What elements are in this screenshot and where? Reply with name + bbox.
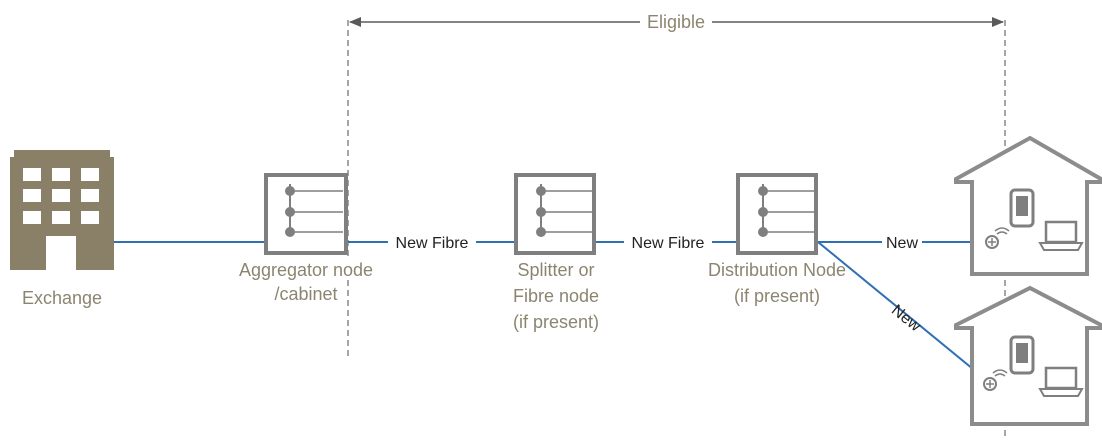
distribution-label-line-2: (if present)	[734, 286, 820, 306]
eligible-label: Eligible	[647, 12, 705, 32]
splitter-label-line-2: Fibre node	[513, 286, 599, 306]
distribution-to-house-2-line	[817, 241, 991, 384]
phone-icon	[1009, 335, 1035, 375]
distribution-node-icon	[736, 173, 818, 255]
node-labels: Aggregator node /cabinet Splitter or Fib…	[236, 258, 846, 332]
exchange-label: Exchange	[22, 288, 102, 308]
new-fibre-label-2: New Fibre	[632, 235, 705, 252]
house-2-icon	[954, 285, 1102, 426]
exchange-building-icon	[10, 150, 114, 270]
distribution-label-line-1: Distribution Node	[708, 260, 846, 280]
splitter-label-line-1: Splitter or	[517, 260, 594, 280]
aggregator-node-icon	[264, 173, 348, 255]
new-house-1-label: New	[886, 235, 918, 252]
eligible-bracket: Eligible	[347, 12, 1006, 438]
fibre-links	[113, 241, 992, 384]
laptop-icon	[1038, 220, 1084, 251]
new-fibre-label-1: New Fibre	[396, 235, 469, 252]
wifi-terminal-icon	[983, 369, 1008, 391]
laptop-icon	[1038, 366, 1084, 397]
link-labels: New Fibre New Fibre New New	[388, 232, 924, 335]
house-1-icon	[954, 135, 1102, 276]
aggregator-label-line-1: Aggregator node	[239, 260, 373, 280]
wifi-terminal-icon	[985, 227, 1010, 249]
splitter-node-icon	[514, 173, 596, 255]
phone-icon	[1009, 188, 1035, 228]
aggregator-label-line-2: /cabinet	[274, 284, 337, 304]
splitter-label-line-3: (if present)	[513, 312, 599, 332]
new-house-2-label: New	[888, 302, 924, 336]
